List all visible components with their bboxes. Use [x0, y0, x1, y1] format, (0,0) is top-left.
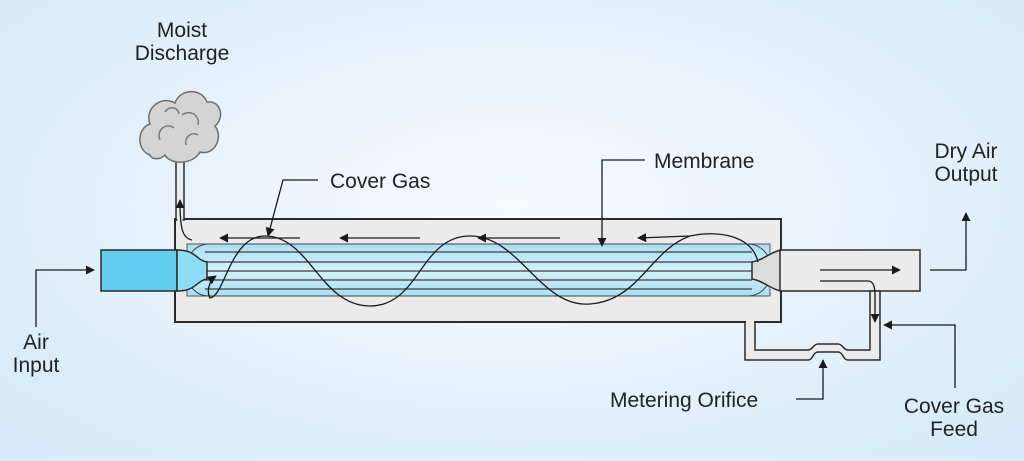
cover-gas-label: Cover Gas [330, 170, 431, 193]
dry-air-output-label-line1: Dry Air [934, 140, 998, 163]
membrane-fibers [205, 251, 752, 290]
membrane-label: Membrane [654, 150, 755, 173]
cover-gas-feed-label: Cover Gas Feed [890, 395, 1018, 441]
cover-gas-flow-arrows [175, 199, 759, 307]
moist-discharge-label: Moist Discharge [118, 19, 246, 65]
leader-lines [35, 159, 971, 400]
moist-discharge-label-line1: Moist [156, 19, 208, 42]
air-input-pipe [100, 249, 178, 292]
cover-gas-feed-line [744, 290, 881, 361]
dry-air-output-label: Dry Air Output [920, 140, 1012, 186]
moist-discharge-label-line2: Discharge [134, 42, 230, 65]
air-input-label: Air Input [0, 331, 72, 377]
air-input-label-line1: Air [23, 331, 49, 354]
cover-gas-feed-label-line1: Cover Gas [903, 395, 1005, 418]
moist-discharge-cloud-icon [139, 90, 222, 163]
air-input-label-line2: Input [12, 354, 60, 377]
cover-gas-feed-label-line2: Feed [930, 418, 978, 441]
dry-air-output-label-line2: Output [934, 163, 998, 186]
metering-orifice-label: Metering Orifice [610, 389, 759, 412]
